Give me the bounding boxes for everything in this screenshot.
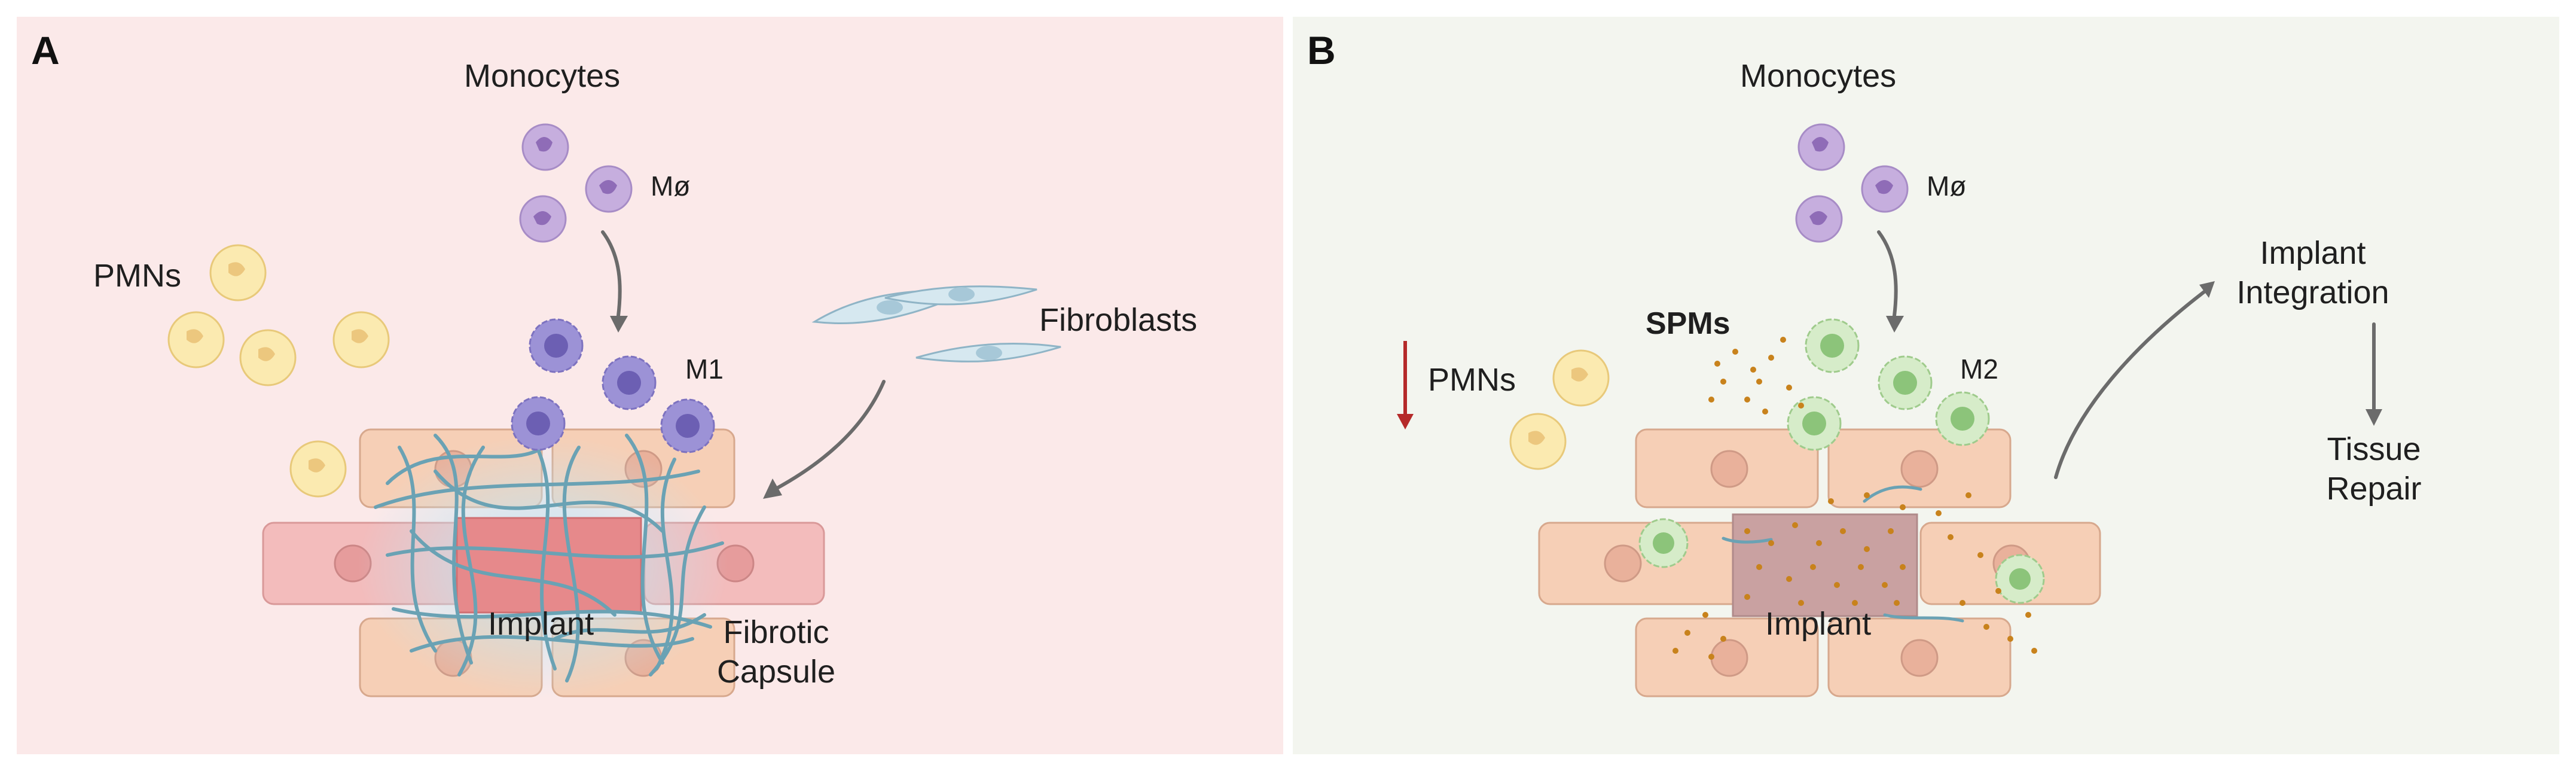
arrows — [601, 230, 886, 491]
fibrotic-capsule-fibers — [374, 434, 724, 682]
label-fibrotic-capsule: Fibrotic Capsule — [698, 612, 854, 691]
thin-fibers — [1722, 485, 1964, 623]
label-fibrotic-capsule-line2: Capsule — [716, 654, 836, 690]
pmns-group — [1509, 349, 1610, 470]
label-implant-integration-line2: Integration — [2236, 275, 2389, 310]
label-macrophage: Mø — [651, 170, 691, 202]
label-tissue-repair-line2: Repair — [2326, 471, 2422, 507]
m1-macrophages — [511, 318, 715, 453]
panel-b-letter: B — [1307, 28, 1336, 72]
label-implant: Implant — [488, 606, 594, 642]
panel-a: A Monocytes Mø M1 PMNs Fibroblasts Impla… — [17, 17, 1283, 754]
spm-dots — [1672, 337, 2037, 660]
fibroblasts-group — [811, 285, 1061, 362]
arrows — [1877, 230, 2376, 479]
label-implant-integration: Implant Integration — [2223, 233, 2403, 312]
label-tissue-repair: Tissue Repair — [2284, 429, 2464, 508]
decrease-arrow-icon — [1397, 341, 1414, 429]
label-implant-integration-line1: Implant — [2260, 235, 2366, 271]
monocytes-group — [1795, 123, 1909, 243]
panel-a-illustration — [167, 123, 1061, 699]
implant-block — [1732, 513, 1918, 617]
panel-b-illustration — [1397, 123, 2382, 697]
label-macrophage: Mø — [1927, 170, 1967, 202]
panel-a-letter: A — [31, 28, 60, 72]
label-pmns: PMNs — [93, 258, 181, 294]
label-monocytes: Monocytes — [464, 58, 621, 94]
label-m2: M2 — [1960, 353, 1998, 385]
label-pmns: PMNs — [1428, 362, 1516, 398]
label-spms: SPMs — [1646, 306, 1730, 341]
label-fibrotic-capsule-line1: Fibrotic — [723, 614, 829, 650]
monocytes-group — [519, 123, 633, 243]
panel-b: B Monocytes Mø SPMs M2 PMNs Implant Impl… — [1293, 17, 2559, 754]
label-monocytes: Monocytes — [1740, 58, 1897, 94]
pmns-group — [167, 244, 390, 498]
label-tissue-repair-line1: Tissue — [2327, 431, 2421, 467]
label-m1: M1 — [685, 353, 724, 385]
implant-block — [456, 517, 642, 614]
label-fibroblasts: Fibroblasts — [1039, 302, 1198, 338]
label-implant: Implant — [1765, 606, 1872, 642]
m2-macrophages — [1638, 318, 2045, 604]
